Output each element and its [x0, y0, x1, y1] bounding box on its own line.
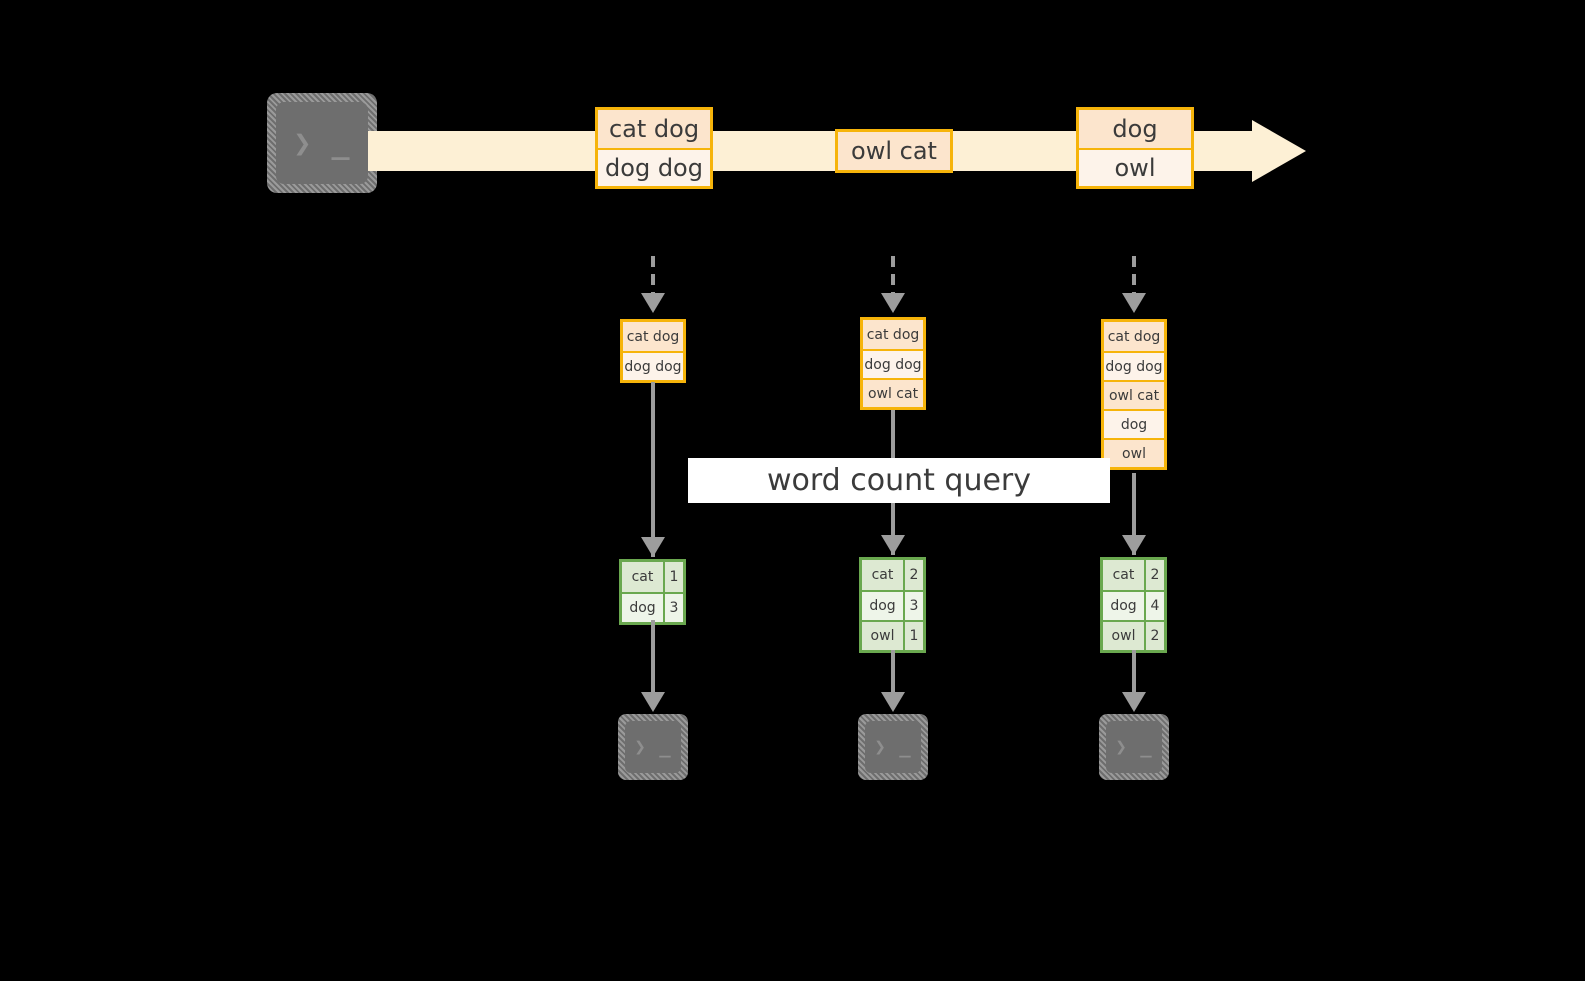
input-line: dog dog: [863, 349, 923, 378]
result-word: cat: [622, 562, 663, 592]
result-word: dog: [862, 592, 903, 620]
result-count: 2: [1144, 560, 1164, 590]
result-row: dog 3: [622, 592, 683, 622]
result-row: dog 3: [862, 590, 923, 620]
terminal-prompt-glyph: ❯ _: [293, 125, 351, 161]
stream-tap-line-3: [1132, 256, 1136, 298]
query-flow-line-3: [1132, 473, 1136, 555]
result-word: dog: [622, 594, 663, 622]
input-line: owl cat: [1104, 380, 1164, 409]
stream-event-3: dog owl: [1076, 107, 1194, 189]
stream-event-line: dog dog: [598, 148, 710, 186]
result-row: cat 2: [862, 560, 923, 590]
result-word: cat: [862, 560, 903, 590]
result-output-line-2: [891, 650, 895, 702]
input-line: cat dog: [863, 320, 923, 349]
terminal-prompt-glyph: ❯ _: [874, 736, 912, 758]
result-word: cat: [1103, 560, 1144, 590]
result-output-line-3: [1132, 650, 1136, 702]
result-count: 2: [1144, 622, 1164, 650]
stream-event-1: cat dog dog dog: [595, 107, 713, 189]
snapshot-2-result-table: cat 2 dog 3 owl 1: [859, 557, 926, 653]
result-row: owl 1: [862, 620, 923, 650]
stream-tap-arrowhead-2: [881, 293, 905, 313]
snapshot-1-result-table: cat 1 dog 3: [619, 559, 686, 625]
terminal-screen: [1106, 721, 1162, 773]
stream-event-line: owl: [1079, 148, 1191, 186]
result-count: 4: [1144, 592, 1164, 620]
result-count: 2: [903, 560, 923, 590]
stream-event-line: dog: [1079, 110, 1191, 148]
stream-tap-line-1: [651, 256, 655, 298]
banner-label: word count query: [766, 463, 1032, 498]
stream-tap-arrowhead-1: [641, 293, 665, 313]
word-count-query-banner: word count query: [688, 458, 1110, 503]
result-count: 1: [663, 562, 683, 592]
consumer-terminal-icon-2: ❯ _: [858, 714, 928, 780]
result-row: owl 2: [1103, 620, 1164, 650]
snapshot-3-input-table: cat dog dog dog owl cat dog owl: [1101, 319, 1167, 470]
result-row: cat 1: [622, 562, 683, 592]
query-flow-arrowhead-1: [641, 537, 665, 557]
result-word: owl: [1103, 622, 1144, 650]
query-flow-arrowhead-2: [881, 535, 905, 555]
terminal-screen: [276, 102, 368, 184]
terminal-screen: [625, 721, 681, 773]
consumer-terminal-icon-3: ❯ _: [1099, 714, 1169, 780]
stream-event-line: cat dog: [598, 110, 710, 148]
snapshot-2-input-table: cat dog dog dog owl cat: [860, 317, 926, 410]
result-row: cat 2: [1103, 560, 1164, 590]
snapshot-1-input-table: cat dog dog dog: [620, 319, 686, 383]
result-count: 1: [903, 622, 923, 650]
result-count: 3: [903, 592, 923, 620]
input-line: dog dog: [623, 351, 683, 380]
consumer-terminal-icon-1: ❯ _: [618, 714, 688, 780]
query-flow-arrowhead-3: [1122, 535, 1146, 555]
result-output-arrowhead-2: [881, 692, 905, 712]
input-line: cat dog: [1104, 322, 1164, 351]
snapshot-3-result-table: cat 2 dog 4 owl 2: [1100, 557, 1167, 653]
producer-terminal-icon: ❯ _: [267, 93, 377, 193]
result-word: dog: [1103, 592, 1144, 620]
result-output-line-1: [651, 620, 655, 702]
input-line: owl cat: [863, 378, 923, 407]
input-line: owl: [1104, 438, 1164, 467]
stream-tap-line-2: [891, 256, 895, 298]
terminal-prompt-glyph: ❯ _: [634, 736, 672, 758]
input-line: dog: [1104, 409, 1164, 438]
query-flow-line-1: [651, 382, 655, 557]
result-output-arrowhead-3: [1122, 692, 1146, 712]
stream-event-line: owl cat: [838, 132, 950, 170]
input-line: cat dog: [623, 322, 683, 351]
result-count: 3: [663, 594, 683, 622]
event-stream-arrowhead: [1252, 120, 1306, 182]
terminal-prompt-glyph: ❯ _: [1115, 736, 1153, 758]
terminal-screen: [865, 721, 921, 773]
input-line: dog dog: [1104, 351, 1164, 380]
result-word: owl: [862, 622, 903, 650]
result-row: dog 4: [1103, 590, 1164, 620]
result-output-arrowhead-1: [641, 692, 665, 712]
stream-event-2: owl cat: [835, 129, 953, 173]
stream-tap-arrowhead-3: [1122, 293, 1146, 313]
